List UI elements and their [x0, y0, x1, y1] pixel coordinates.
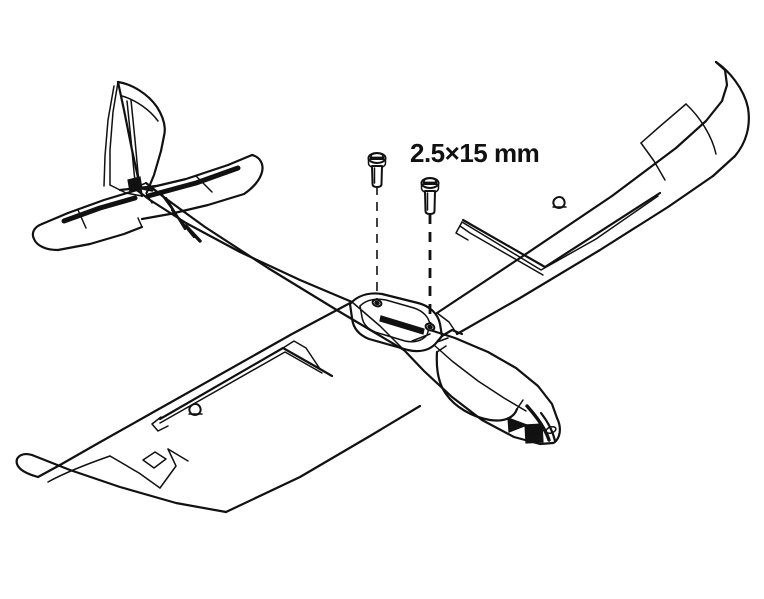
screw-hole-front: [371, 298, 383, 308]
left-aileron-control-horn: [188, 403, 203, 416]
horizontal-stabilizer: [31, 153, 264, 252]
left-aileron: [151, 340, 334, 432]
left-wing-panel: [15, 300, 422, 514]
right-aileron: [455, 191, 662, 276]
canopy-hatch: [435, 345, 524, 422]
wing-saddle: [348, 292, 464, 353]
hardware-size-label: 2.5×15 mm: [410, 138, 539, 168]
saddle-slot: [379, 315, 425, 335]
wing-screw-front: [367, 152, 387, 188]
wing-screw-rear: [420, 177, 440, 215]
tail-pushrod: [170, 208, 202, 243]
right-aileron-control-horn: [552, 196, 567, 209]
nose-cone: [507, 404, 557, 444]
tail-control-horn: [118, 176, 187, 231]
right-wing-panel: [435, 60, 750, 336]
nose-intake: [507, 417, 529, 433]
tail-boom: [132, 181, 406, 352]
vertical-stabilizer: [103, 80, 166, 198]
rudder: [126, 99, 141, 191]
